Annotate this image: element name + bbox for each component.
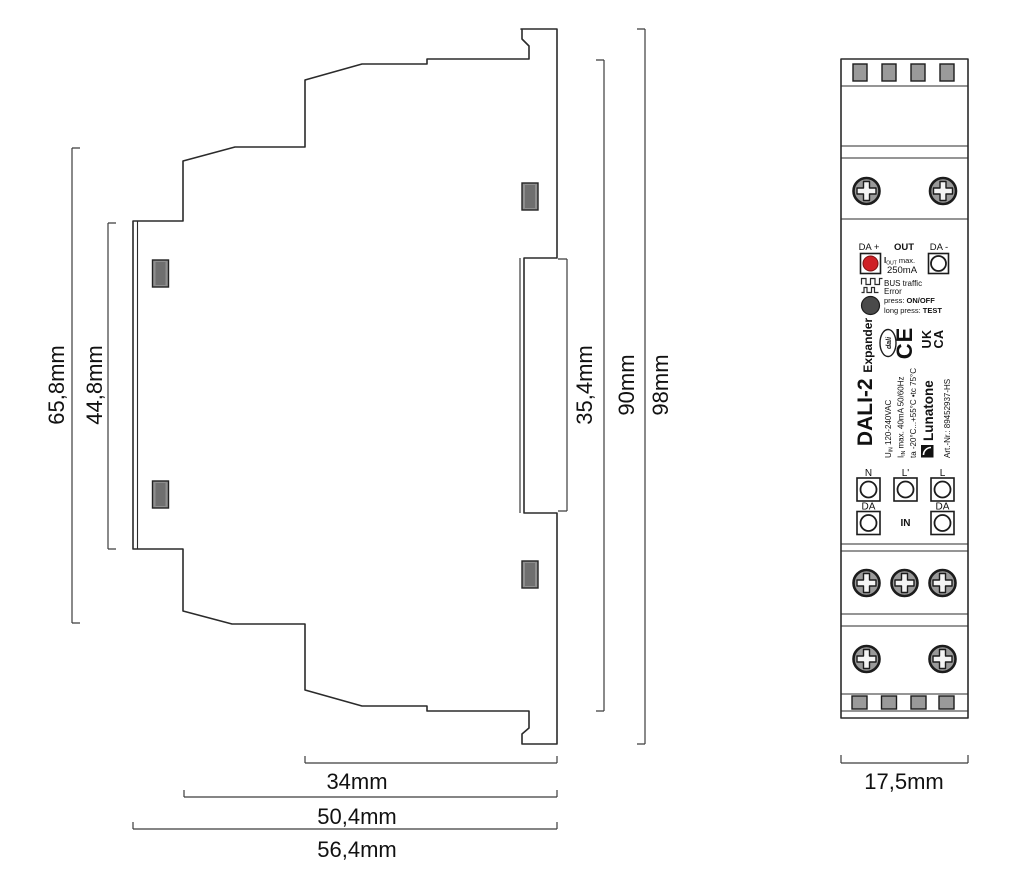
label-iout-value: 250mA [887, 265, 918, 276]
label-iout-max: IOUT max. [884, 256, 915, 267]
side-view-dimensions: 65,8mm 44,8mm 35,4mm 90mm 98mm 34mm 50,4… [44, 28, 673, 862]
screw-icon [928, 568, 957, 598]
screw-icon [890, 568, 919, 598]
housing-clip-front-top [151, 259, 170, 288]
dim-label-90mm: 90mm [614, 354, 639, 415]
screw-icon [928, 176, 958, 206]
dim-label-98mm: 98mm [648, 354, 673, 415]
label-l: L [940, 468, 946, 479]
label-art-nr: Art.-Nr.: 89452937-HS [943, 379, 952, 458]
terminal-n [856, 477, 881, 502]
label-ta: ta -20°C...+55°C •tc 75°C [909, 368, 918, 458]
label-error: Error [884, 287, 902, 296]
housing-clip-back-top [521, 182, 539, 211]
bus-traffic-waveform-icon [860, 277, 883, 286]
screw-icon [852, 644, 881, 674]
label-iin: IIN max. 40mA 50/60Hz [897, 377, 908, 459]
label-da-in-left: DA [862, 502, 876, 513]
dim-label-17-5mm: 17,5mm [864, 769, 943, 794]
label-n: N [865, 468, 872, 479]
label-da-in-right: DA [936, 502, 950, 513]
dim-label-65-8mm: 65,8mm [44, 345, 69, 424]
label-da-minus: DA - [930, 242, 948, 253]
label-bus-traffic: BUS traffic [884, 279, 922, 288]
terminal-da-right [930, 510, 955, 536]
lunatone-logo-icon [921, 445, 934, 458]
label-out: OUT [894, 242, 914, 253]
error-waveform-icon [861, 286, 879, 294]
terminal-lp [893, 477, 918, 502]
side-view-outline [132, 28, 558, 745]
da-plus-red-led [862, 255, 879, 272]
label-press: press: ON/OFF [884, 296, 935, 305]
housing-clip-front-bottom [151, 480, 170, 509]
label-uin: UIN 120-240VAC [884, 400, 895, 458]
screw-icon [852, 568, 881, 598]
dim-label-44-8mm: 44,8mm [82, 345, 107, 424]
front-view-seams [841, 85, 968, 712]
label-panel: DA + OUT DA - IOUT max. 250mA BUS traffi… [854, 242, 955, 536]
screw-icon [928, 644, 957, 674]
front-view-outline [840, 58, 969, 719]
dim-label-50-4mm: 50,4mm [317, 804, 396, 829]
da-plus-terminal [859, 252, 882, 275]
ukca-mark-uk: UK [920, 329, 934, 348]
terminal-l [930, 477, 955, 502]
svg-text:dali: dali [886, 336, 893, 349]
screw-icon [852, 176, 881, 206]
housing-clip-back-bottom [521, 560, 539, 589]
da-minus-terminal [927, 252, 950, 275]
label-l-prime: L' [902, 468, 910, 479]
label-long-press: long press: TEST [884, 306, 942, 315]
product-name: DALI-2 Expander [854, 318, 877, 447]
dali-logo: dali [879, 328, 897, 358]
terminal-da-left [856, 510, 881, 536]
brand-name: Lunatone [921, 380, 936, 441]
press-button [860, 295, 881, 316]
dim-label-34mm: 34mm [326, 769, 387, 794]
dim-label-56-4mm: 56,4mm [317, 837, 396, 862]
label-in: IN [901, 518, 911, 529]
front-view-dimension: 17,5mm [840, 755, 969, 794]
label-da-plus: DA + [859, 242, 880, 253]
side-view [132, 28, 558, 745]
dim-label-35-4mm: 35,4mm [572, 345, 597, 424]
ukca-mark-ca: CA [932, 329, 946, 348]
front-view: DA + OUT DA - IOUT max. 250mA BUS traffi… [840, 58, 969, 794]
ce-mark: CE [892, 327, 917, 360]
